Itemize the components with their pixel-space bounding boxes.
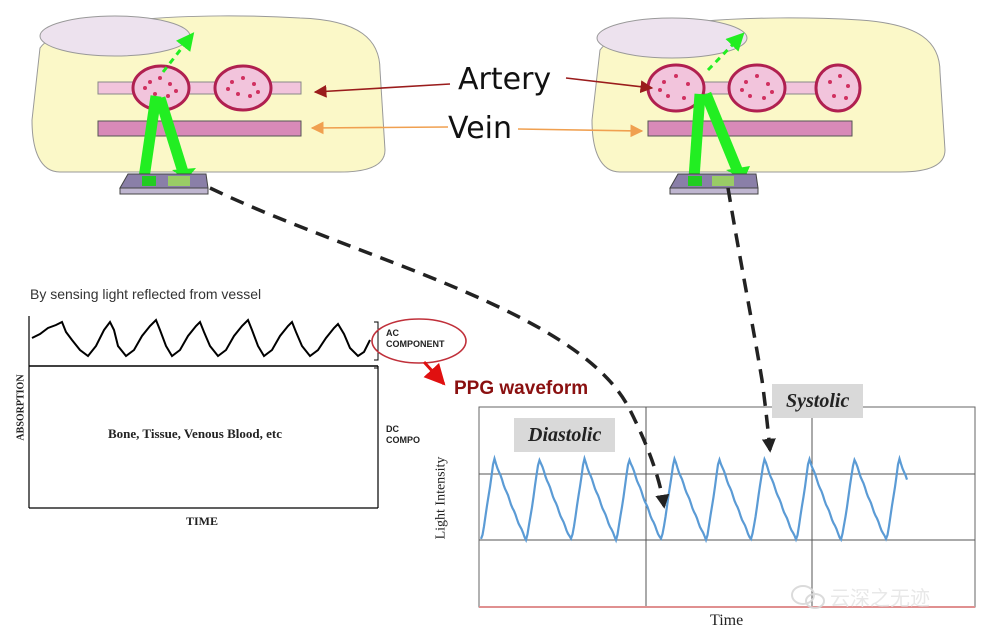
light-path [154,96,189,174]
ac-line-2: COMPONENT [386,339,445,349]
vein-band [647,120,853,137]
ppg-chart [478,406,976,608]
dc-body-label: Bone, Tissue, Venous Blood, etc [108,426,282,441]
vein-label: Vein [448,111,512,146]
ac-line-1: AC [386,328,399,338]
fingernail [596,17,748,59]
absorption-axis-label: ABSORPTION [15,374,27,441]
light-path [138,95,162,179]
dc-component-label: DC COMPO [386,424,420,446]
fingernail [39,15,191,57]
vein-band [97,120,302,137]
finger-illustration-left [31,15,386,195]
artery-cell [814,63,862,113]
ac-highlight-circle [371,318,467,364]
systolic-tag: Systolic [772,384,864,418]
watermark: 云深之无迹 [830,582,930,611]
artery-label: Artery [458,62,552,97]
light-intensity-axis-label: Light Intensity [433,456,449,540]
dashed-arrow [209,186,670,509]
sensor-icon [119,173,209,195]
sensing-caption: By sensing light reflected from vessel [30,286,262,302]
artery-pointer-left [313,83,451,98]
dc-line-1: DC [386,424,399,434]
vein-pointer-right [517,124,644,138]
wechat-icon [791,585,825,609]
light-path [700,91,744,175]
ppg-pointer [422,360,446,386]
dc-line-2: COMPO [386,435,421,445]
watermark-text: 云深之无迹 [830,586,930,610]
ac-component-label: AC COMPONENT [386,328,445,350]
dashed-arrow [726,187,776,453]
sensor-icon [669,173,759,195]
time-axis-label-left: TIME [186,514,219,528]
scatter-light [161,32,195,73]
scatter-light [706,32,745,72]
artery-cell [727,63,787,113]
artery-pointer-right [565,77,654,94]
ppg-signal-trace [479,454,909,544]
absorption-chart [28,316,467,509]
ac-pulse-trace [31,318,371,358]
artery-cell [213,64,273,112]
time-axis-label-right: Time [710,612,744,629]
finger-illustration-right [591,17,946,195]
vein-pointer-left [310,121,449,135]
light-path [688,93,706,179]
diastolic-tag: Diastolic [514,418,616,452]
ppg-waveform-label: PPG waveform [454,378,589,399]
